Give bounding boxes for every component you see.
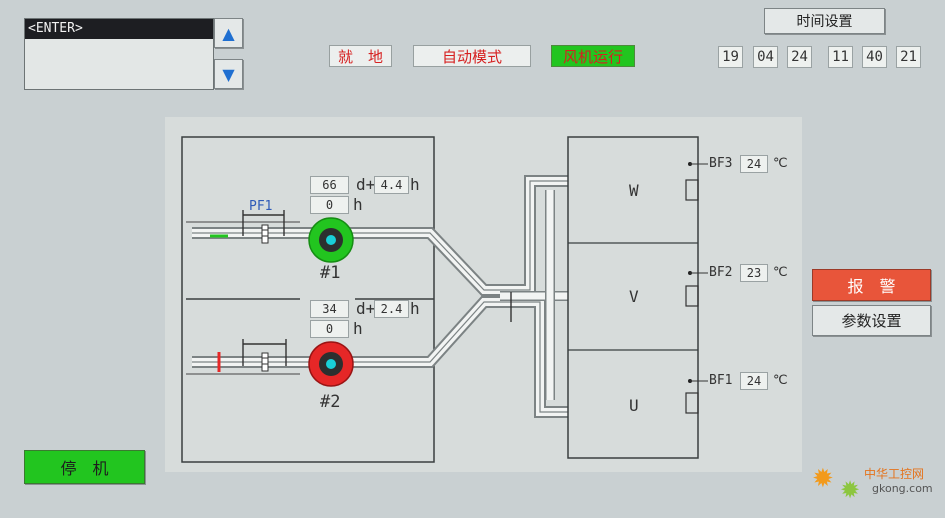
sensor-bf1-unit: ℃ [773, 373, 788, 388]
datetime-minute: 40 [862, 46, 887, 68]
sensor-bf2-value: 23 [740, 264, 768, 282]
sensor-bf2-unit: ℃ [773, 265, 788, 280]
phase-w-label: W [629, 181, 639, 200]
fan-2-value-b: 0 [310, 320, 349, 338]
fan-status-indicator: 风机运行 [551, 45, 635, 67]
fan-1-d-value: 4.4 [374, 176, 409, 194]
fan-1-tag: PF1 [249, 199, 273, 214]
fan-2-label: #2 [320, 392, 341, 412]
sensor-bf3-name: BF3 [709, 156, 733, 171]
message-list[interactable]: <ENTER> [24, 18, 214, 90]
fan-1-icon [308, 217, 354, 263]
fan-1-label: #1 [320, 263, 341, 283]
fan-2-d-value: 2.4 [374, 300, 409, 318]
damper-lower [217, 339, 287, 372]
sensor-bf2-name: BF2 [709, 265, 733, 280]
datetime-second: 21 [896, 46, 921, 68]
datetime-year: 19 [718, 46, 743, 68]
auto-mode-indicator: 自动模式 [413, 45, 531, 67]
fan-1-d-label: d+ [356, 175, 376, 194]
gear-logo-icon: ✹ [812, 464, 834, 494]
sensor-bf1-value: 24 [740, 372, 768, 390]
damper-upper [210, 210, 285, 244]
fan-1-value-b-unit: h [353, 195, 363, 214]
alarm-button[interactable]: 报 警 [812, 269, 931, 301]
local-mode-indicator: 就 地 [329, 45, 392, 67]
datetime-day: 24 [787, 46, 812, 68]
duct-lower [192, 296, 568, 418]
datetime-month: 04 [753, 46, 778, 68]
arrow-up-icon: ▲ [222, 23, 235, 43]
fan-1-value-a: 66 [310, 176, 349, 194]
motor-housing [567, 136, 708, 459]
parameter-settings-button[interactable]: 参数设置 [812, 305, 931, 336]
fan-2-icon [308, 341, 354, 387]
stop-button[interactable]: 停 机 [24, 450, 145, 484]
phase-v-label: V [629, 287, 639, 306]
watermark: ✹ ✹ 中华工控网 gkong.com [810, 462, 935, 508]
sensor-bf3-unit: ℃ [773, 156, 788, 171]
watermark-site: 中华工控网 [864, 467, 925, 481]
fan-2-value-a: 34 [310, 300, 349, 318]
sensor-bf3-value: 24 [740, 155, 768, 173]
datetime-hour: 11 [828, 46, 853, 68]
watermark-domain: gkong.com [872, 482, 933, 495]
fan-1-value-b: 0 [310, 196, 349, 214]
duct-upper [192, 175, 568, 296]
time-settings-button[interactable]: 时间设置 [764, 8, 885, 34]
fan-2-d-label: d+ [356, 299, 376, 318]
scroll-up-button[interactable]: ▲ [214, 18, 243, 48]
scroll-down-button[interactable]: ▼ [214, 59, 243, 89]
gear-logo-icon-2: ✹ [840, 476, 861, 504]
fan-1-unit: h [410, 175, 420, 194]
fan-2-unit: h [410, 299, 420, 318]
fan-2-value-b-unit: h [353, 319, 363, 338]
phase-u-label: U [629, 396, 639, 415]
arrow-down-icon: ▼ [222, 64, 235, 84]
message-list-item-selected[interactable]: <ENTER> [25, 19, 213, 39]
sensor-bf1-name: BF1 [709, 373, 733, 388]
